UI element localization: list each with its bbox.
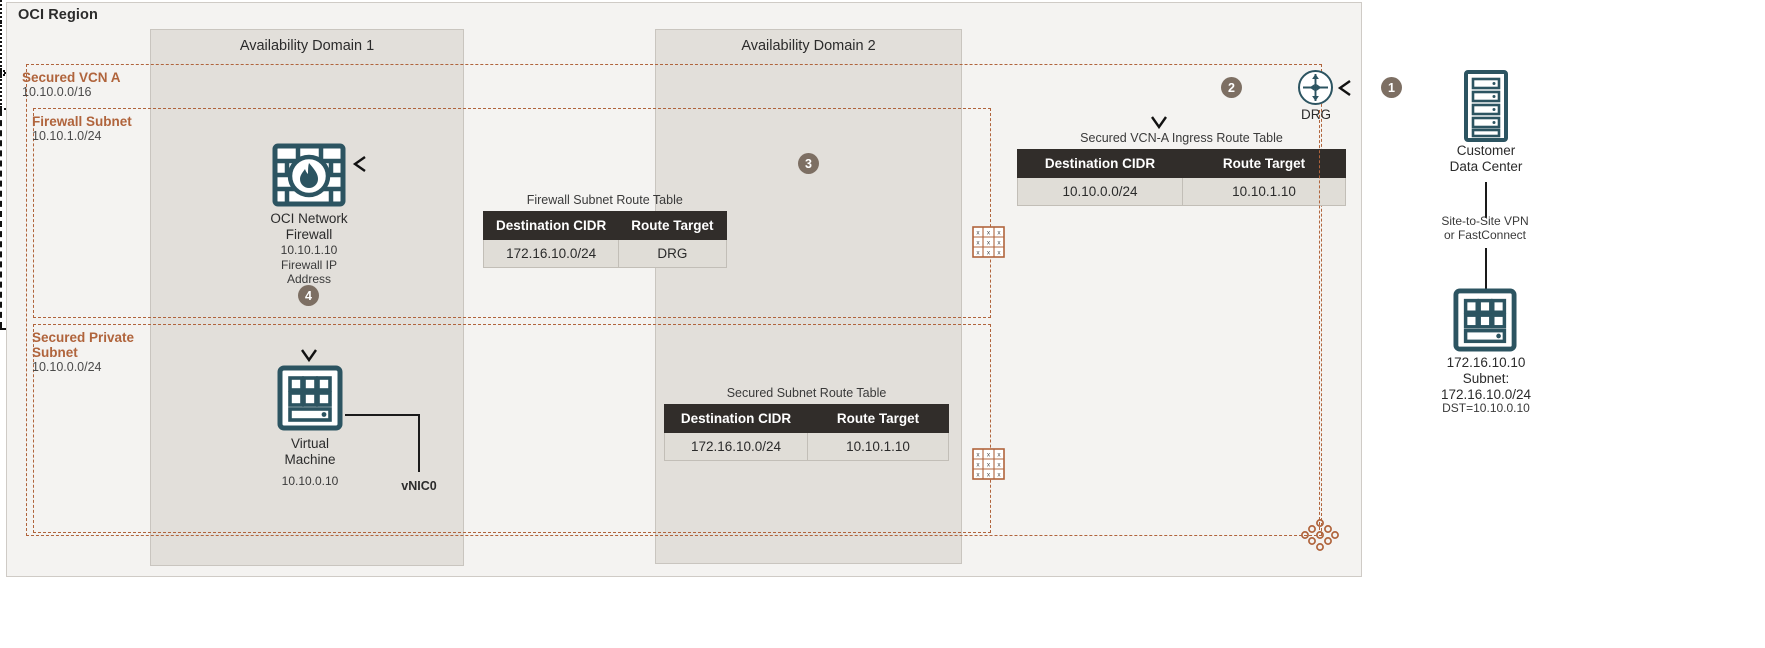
svg-text:x: x [976,472,980,479]
availability-domain-1-title: Availability Domain 1 [239,38,375,54]
firewall-ip: 10.10.1.10 [280,243,338,258]
secured-subnet-route-table: Secured Subnet Route Table Destination C… [664,386,949,461]
cell-route-target: DRG [618,239,727,268]
flow-badge-2: 2 [1221,77,1242,98]
customer-dc-line2: Data Center [1449,159,1523,175]
table-row: 172.16.10.0/24 DRG [482,239,727,268]
cell-destination-cidr: 172.16.10.0/24 [664,432,808,461]
svg-text:x: x [987,250,991,257]
arrow-left-to-firewall-icon [352,156,366,177]
vm-caption: Virtual Machine [248,436,372,468]
drg-label: DRG [1301,107,1331,122]
cell-destination-cidr: 172.16.10.0/24 [482,239,620,268]
svg-text:x: x [987,472,991,479]
firewall-note-line1: Firewall IP [280,257,337,272]
on-prem-host-dst: DST=10.10.0.10 [1442,401,1530,415]
column-header-destination-cidr: Destination CIDR [664,404,808,433]
svg-text:x: x [997,240,1001,247]
arrow-down-to-vm-icon [301,349,317,368]
flow-badge-4: 4 [298,285,319,306]
drg-icon[interactable] [1297,69,1334,111]
firewall-name-line2: Firewall [285,227,333,243]
table-row: 10.10.0.0/24 10.10.1.10 [1017,177,1346,206]
connector-firewall-to-vm-upper [0,0,2,22]
svg-text:x: x [976,240,980,247]
svg-text:x: x [997,452,1001,459]
vm-name-line1: Virtual [290,436,330,451]
firewall-name-line1: OCI Network [270,211,348,226]
on-prem-host-ip: 172.16.10.10 [1446,355,1526,370]
connector-firewall-to-vm-lower [0,22,2,70]
svg-text:x: x [987,462,991,469]
secured-vcn-a-ingress-route-table: Secured VCN-A Ingress Route Table Destin… [1017,131,1346,206]
svg-text:x: x [997,472,1001,479]
connector-dc-to-host-lower [1485,248,1487,296]
svg-text:x: x [997,462,1001,469]
cell-destination-cidr: 10.10.0.0/24 [1017,177,1183,206]
secured-vcn-a-ingress-route-table-title: Secured VCN-A Ingress Route Table [1080,131,1283,145]
vcn-hex-cluster-icon [1300,518,1340,557]
firewall-subnet-label: Firewall Subnet 10.10.1.0/24 [32,114,132,144]
flow-badge-1: 1 [1381,77,1402,98]
secured-subnet-route-table-title: Secured Subnet Route Table [726,386,887,400]
firewall-subnet-boundary [33,108,991,318]
svg-text:x: x [987,452,991,459]
region-title: OCI Region [18,7,98,23]
availability-domain-2-title: Availability Domain 2 [741,38,876,54]
connector-vm-to-vnic-horizontal [345,414,420,416]
firewall-subnet-route-table-title: Firewall Subnet Route Table [526,193,683,207]
svg-text:x: x [987,240,991,247]
arrow-down-to-ingress-table-icon [1151,116,1167,135]
virtual-machine-icon[interactable] [277,365,343,436]
arrow-left-to-drg-icon [1337,80,1351,101]
svg-text:x: x [987,230,991,237]
secured-private-subnet-label: Secured Private Subnet 10.10.0.0/24 [32,330,135,375]
availability-domain-2: Availability Domain 2 [655,29,962,564]
column-header-destination-cidr: Destination CIDR [1017,149,1183,178]
firewall-note-line2: Address [286,272,332,287]
customer-data-center-caption: Customer Data Center [1416,143,1556,175]
secured-vcn-a-label: Secured VCN A 10.10.0.0/16 [22,70,121,100]
on-prem-host-subnet-cidr: 172.16.10.0/24 [1440,387,1532,403]
vm-ip: 10.10.0.10 [281,474,339,488]
flow-badge-3: 3 [798,153,819,174]
table-row: 172.16.10.0/24 10.10.1.10 [664,432,949,461]
vcn-edge-vertical-dash [1319,110,1320,530]
cell-route-target: 10.10.1.10 [807,432,949,461]
secured-private-subnet-boundary [33,324,991,533]
column-header-route-target: Route Target [618,211,727,240]
svg-text:x: x [976,250,980,257]
on-prem-host-subnet-label: Subnet: [1462,371,1510,387]
connector-vm-to-vnic-vertical [418,414,420,472]
vnic-label: vNIC0 [401,479,437,493]
server-icon[interactable] [1453,288,1517,357]
secured-vcn-a-boundary [26,64,1322,536]
svg-text:x: x [976,462,980,469]
column-header-route-target: Route Target [1182,149,1346,178]
connection-type-label: Site-to-Site VPN or FastConnect [1441,214,1529,243]
column-header-route-target: Route Target [807,404,949,433]
firewall-caption: OCI Network Firewall 10.10.1.10 Firewall… [234,211,384,287]
svg-text:x: x [976,452,980,459]
connector-flow2-vertical [0,76,2,108]
firewall-subnet-route-table: Firewall Subnet Route Table Destination … [482,193,727,268]
svg-text:x: x [976,230,980,237]
vm-name-line2: Machine [284,452,336,468]
firewall-icon[interactable] [272,143,346,212]
server-rack-icon[interactable] [1464,70,1508,147]
connector-dc-to-vpn-upper [1485,182,1487,218]
connector-flow1-vertical [0,110,2,328]
cell-route-target: 10.10.1.10 [1182,177,1346,206]
svg-text:x: x [997,250,1001,257]
on-prem-host-caption: 172.16.10.10 Subnet: 172.16.10.0/24 [1408,355,1564,404]
svg-text:x: x [997,230,1001,237]
column-header-destination-cidr: Destination CIDR [482,211,620,240]
customer-dc-line1: Customer [1456,143,1516,158]
